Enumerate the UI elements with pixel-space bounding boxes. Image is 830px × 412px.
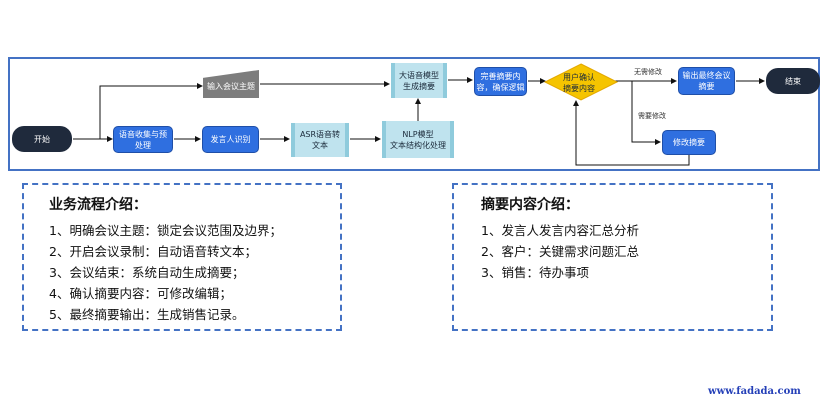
summary-item-2: 2、客户：关键需求问题汇总 (481, 244, 639, 259)
confirm-decision-node: 用户确认 摘要内容 (563, 73, 595, 93)
edge-confirm-modify (631, 81, 661, 145)
nlp-node: NLP模型 文本结构化处理 (382, 121, 454, 158)
process-panel-title: 业务流程介绍： (49, 197, 147, 213)
process-item-3: 3、会议结束：系统自动生成摘要； (49, 265, 245, 280)
summary-panel-title: 摘要内容介绍： (481, 197, 579, 213)
end-node: 结束 (766, 68, 820, 94)
modify-summary-node: 修改摘要 (662, 130, 716, 155)
summary-item-1: 1、发言人发言内容汇总分析 (481, 223, 639, 238)
diamond-decision-shape (543, 63, 619, 101)
speaker-recognition-node: 发言人识别 (202, 126, 259, 153)
asr-node: ASR语音转 文本 (291, 123, 349, 157)
process-intro-panel: 业务流程介绍： 1、明确会议主题：锁定会议范围及边界； 2、开启会议录制：自动语… (22, 183, 342, 331)
collect-preprocess-node: 语音收集与预 处理 (113, 126, 173, 153)
refine-summary-node: 完善摘要内 容，确保逻辑 (474, 67, 527, 96)
watermark-text: www.fadada.com (708, 386, 801, 397)
summary-intro-panel: 摘要内容介绍： 1、发言人发言内容汇总分析 2、客户：关键需求问题汇总 3、销售… (452, 183, 773, 331)
llm-summary-node: 大语音模型 生成摘要 (391, 63, 447, 98)
process-item-2: 2、开启会议录制：自动语音转文本； (49, 244, 257, 259)
no-edit-label: 无需修改 (634, 68, 662, 76)
process-item-4: 4、确认摘要内容：可修改编辑； (49, 286, 232, 301)
summary-item-3: 3、销售：待办事项 (481, 265, 589, 280)
edge-start-input (99, 83, 203, 139)
start-node: 开始 (12, 126, 72, 152)
process-item-1: 1、明确会议主题：锁定会议范围及边界； (49, 223, 282, 238)
edge-modify-confirm (573, 100, 690, 166)
need-edit-label: 需要修改 (638, 112, 666, 120)
process-item-5: 5、最终摘要输出：生成销售记录。 (49, 307, 245, 322)
output-summary-node: 输出最终会议 摘要 (678, 67, 735, 95)
